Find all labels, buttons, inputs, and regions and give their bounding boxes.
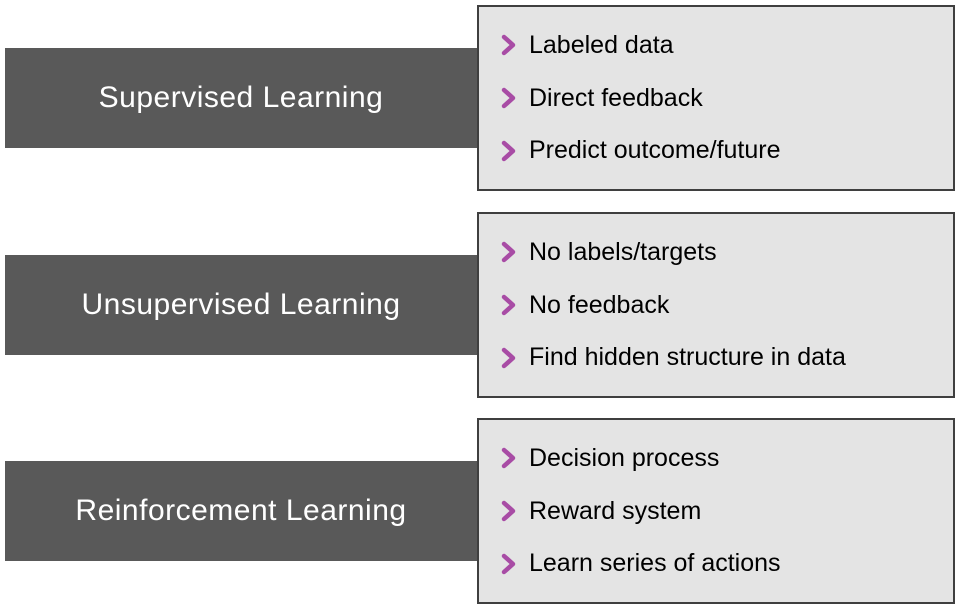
bullet-item: Predict outcome/future — [501, 136, 953, 165]
details-box-reinforcement: Decision process Reward system Learn ser… — [477, 418, 955, 604]
bullet-item: No labels/targets — [501, 238, 953, 267]
bullet-item: Reward system — [501, 497, 953, 526]
bullet-item: Direct feedback — [501, 84, 953, 113]
bullet-item: Learn series of actions — [501, 549, 953, 578]
bullet-label: Learn series of actions — [529, 549, 781, 578]
bullet-label: Direct feedback — [529, 83, 703, 112]
chevron-right-icon — [501, 139, 517, 163]
bullet-label: Decision process — [529, 443, 720, 472]
bullet-item: Labeled data — [501, 31, 953, 60]
bullet-label: Labeled data — [529, 30, 674, 59]
chevron-right-icon — [501, 240, 517, 264]
chevron-right-icon — [501, 33, 517, 57]
bullet-label: Reward system — [529, 496, 702, 525]
row-unsupervised-learning: Unsupervised Learning No labels/targets … — [0, 212, 964, 398]
bullet-item: No feedback — [501, 291, 953, 320]
category-bar-unsupervised: Unsupervised Learning — [5, 255, 491, 355]
details-box-unsupervised: No labels/targets No feedback Find hidde… — [477, 212, 955, 398]
category-bar-reinforcement: Reinforcement Learning — [5, 461, 491, 561]
chevron-right-icon — [501, 552, 517, 576]
category-label: Unsupervised Learning — [81, 288, 401, 321]
bullet-label: Predict outcome/future — [529, 136, 781, 165]
chevron-right-icon — [501, 293, 517, 317]
chevron-right-icon — [501, 499, 517, 523]
bullet-item: Find hidden structure in data — [501, 343, 953, 372]
details-box-supervised: Labeled data Direct feedback Predict out… — [477, 5, 955, 191]
category-bar-supervised: Supervised Learning — [5, 48, 491, 148]
chevron-right-icon — [501, 446, 517, 470]
chevron-right-icon — [501, 86, 517, 110]
bullet-label: No labels/targets — [529, 237, 717, 266]
category-label: Supervised Learning — [98, 81, 384, 114]
bullet-item: Decision process — [501, 444, 953, 473]
row-supervised-learning: Supervised Learning Labeled data Direct … — [0, 5, 964, 191]
chevron-right-icon — [501, 346, 517, 370]
bullet-label: No feedback — [529, 290, 670, 319]
row-reinforcement-learning: Reinforcement Learning Decision process … — [0, 418, 964, 604]
bullet-label: Find hidden structure in data — [529, 343, 846, 372]
category-label: Reinforcement Learning — [75, 494, 407, 527]
